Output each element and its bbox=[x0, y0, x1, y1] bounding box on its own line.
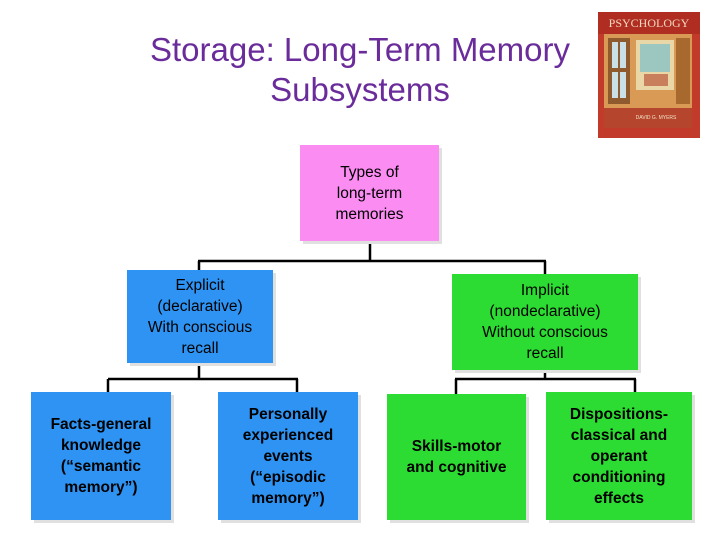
semantic-memory-node: Facts-general knowledge (“semantic memor… bbox=[31, 392, 171, 520]
explicit-node-line-3: With conscious bbox=[147, 318, 253, 336]
dispositions-conditioning-node: Dispositions- classical and operant cond… bbox=[546, 392, 692, 520]
implicit-node-line-4: recall bbox=[526, 345, 564, 362]
book-cover-title: PSYCHOLOGY bbox=[609, 16, 690, 30]
episodic-node-line-5: memory”) bbox=[251, 489, 325, 507]
root-node-line-2: long-term bbox=[336, 184, 403, 202]
episodic-node-line-4: (“episodic bbox=[250, 468, 326, 486]
dispositions-node-line-2: classical and bbox=[570, 426, 668, 444]
root-node-line-3: memories bbox=[335, 205, 404, 223]
episodic-node-line-3: events bbox=[263, 447, 313, 465]
explicit-node-line-1: Explicit bbox=[175, 276, 225, 294]
slide-title: Storage: Long-Term Memory Subsystems bbox=[110, 30, 610, 110]
explicit-memory-node: Explicit (declarative) With conscious re… bbox=[127, 270, 273, 363]
semantic-node-line-2: knowledge bbox=[60, 437, 142, 454]
root-node-line-1: Types of bbox=[340, 163, 399, 181]
root-node-types-of-long-term-memories: Types of long-term memories bbox=[300, 145, 439, 241]
semantic-node-line-3: (“semantic bbox=[60, 458, 142, 475]
skills-node-line-2: and cognitive bbox=[406, 459, 507, 476]
explicit-node-line-4: recall bbox=[181, 339, 219, 357]
explicit-node-line-2: (declarative) bbox=[157, 297, 243, 315]
dispositions-node-line-5: effects bbox=[594, 489, 644, 507]
psychology-book-cover-image: PSYCHOLOGY DAVID G. MYERS bbox=[598, 12, 700, 138]
dispositions-node-line-4: conditioning bbox=[572, 468, 666, 486]
episodic-node-line-1: Personally bbox=[248, 405, 328, 423]
implicit-memory-node: Implicit (nondeclarative) Without consci… bbox=[452, 274, 638, 370]
slide-title-line-2: Subsystems bbox=[270, 71, 450, 108]
implicit-node-line-2: (nondeclarative) bbox=[489, 303, 601, 320]
episodic-node-line-2: experienced bbox=[242, 426, 334, 444]
implicit-node-line-3: Without conscious bbox=[482, 324, 608, 341]
dispositions-node-line-3: operant bbox=[590, 447, 648, 465]
slide-title-line-1: Storage: Long-Term Memory bbox=[150, 31, 570, 68]
book-cover-author: DAVID G. MYERS bbox=[636, 115, 677, 121]
semantic-node-line-1: Facts-general bbox=[50, 416, 152, 433]
dispositions-node-line-1: Dispositions- bbox=[569, 405, 669, 423]
implicit-node-line-1: Implicit bbox=[520, 282, 570, 299]
episodic-memory-node: Personally experienced events (“episodic… bbox=[218, 392, 358, 520]
skills-motor-cognitive-node: Skills-motor and cognitive bbox=[387, 394, 526, 520]
skills-node-line-1: Skills-motor bbox=[411, 438, 502, 455]
semantic-node-line-4: memory”) bbox=[64, 479, 138, 496]
